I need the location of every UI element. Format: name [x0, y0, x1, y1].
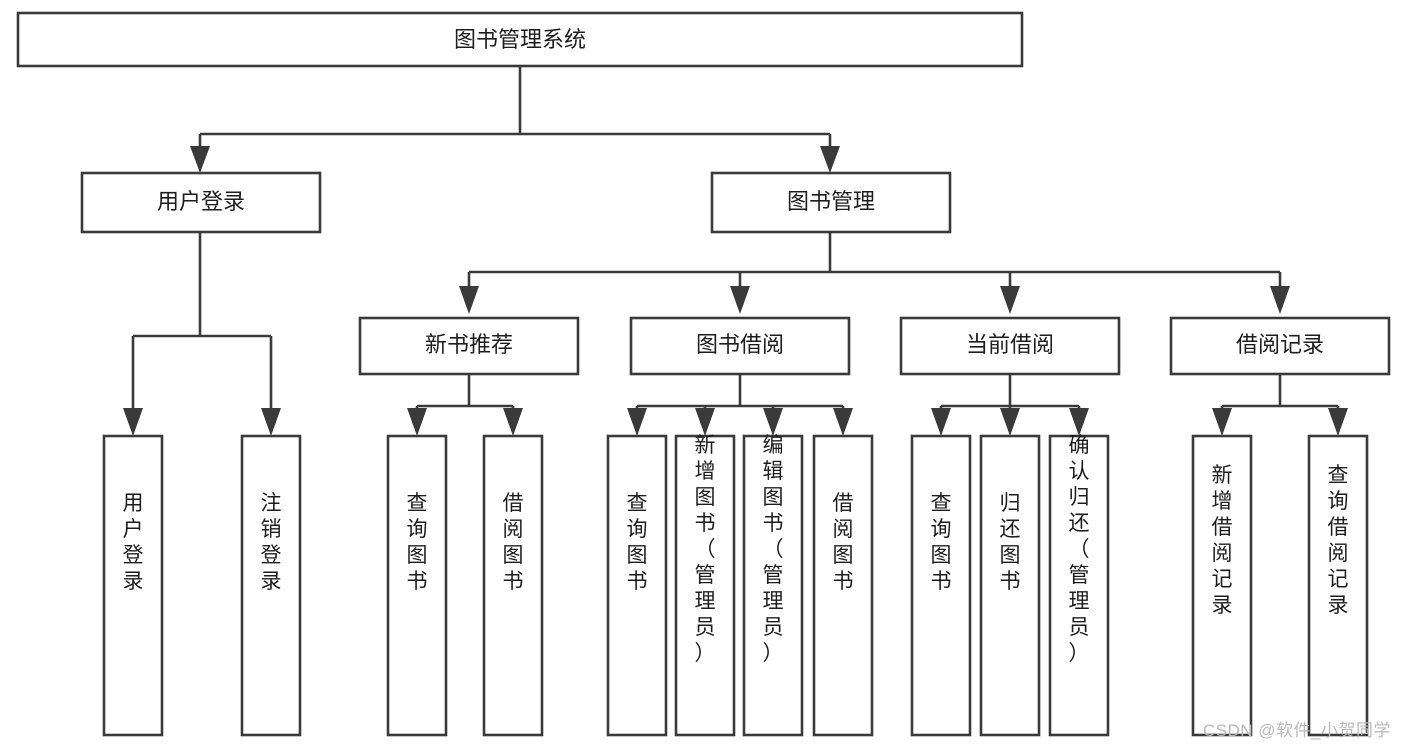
node-current-borrow[interactable]: 当前借阅: [899, 316, 1121, 376]
node-new-book-recommend[interactable]: 新书推荐: [358, 316, 580, 376]
node-book-borrow-label: 图书借阅: [696, 332, 784, 357]
node-new-book-recommend-box[interactable]: [358, 316, 580, 376]
node-book-borrow-box[interactable]: [629, 316, 851, 376]
leaf-node-cb-confirm-return[interactable]: 确认归还（管理员）: [1048, 434, 1110, 737]
arrow-head-br-leaf-2: [1328, 408, 1348, 436]
connector-group-borrow-record-leaves: [1212, 374, 1348, 436]
leaf-node-br-query-record-box[interactable]: [1307, 434, 1369, 737]
leaf-node-bb-edit-book-label: 编辑图书（管理员）: [763, 434, 784, 665]
arrow-head-book-mgmt: [820, 146, 840, 173]
leaf-node-br-query-record-label: 查询借阅记录: [1328, 464, 1349, 617]
leaf-node-br-add-record-label: 新增借阅记录: [1212, 464, 1233, 617]
node-user-login-label: 用户登录: [157, 189, 245, 214]
leaf-node-cb-return-book[interactable]: 归还图书: [979, 434, 1041, 737]
node-current-borrow-label: 当前借阅: [966, 332, 1054, 357]
arrow-head-borrow-record: [1270, 286, 1290, 314]
arrow-head-leaf-user-login: [123, 408, 143, 436]
arrow-head-bb-leaf-3: [763, 408, 783, 436]
node-new-book-recommend-label: 新书推荐: [425, 332, 513, 357]
arrow-head-user-login: [190, 146, 210, 173]
leaf-node-logout-box[interactable]: [240, 434, 302, 737]
leaf-node-cb-query-book-label: 查询图书: [931, 492, 952, 593]
leaf-node-cb-confirm-return-box[interactable]: [1048, 434, 1110, 737]
leaf-node-nbr-borrow-book[interactable]: 借阅图书: [482, 434, 544, 737]
node-root-label: 图书管理系统: [454, 27, 586, 52]
leaf-node-br-add-record[interactable]: 新增借阅记录: [1191, 434, 1253, 737]
connector-group-book-mgmt: [459, 232, 1290, 314]
leaf-node-cb-return-book-label: 归还图书: [1000, 492, 1021, 593]
node-root[interactable]: 图书管理系统: [16, 11, 1024, 68]
connector-group-user-login: [123, 232, 281, 436]
leaf-node-br-add-record-box[interactable]: [1191, 434, 1253, 737]
arrow-head-nbr-leaf-2: [503, 408, 523, 436]
leaf-node-nbr-query-book[interactable]: 查询图书: [386, 434, 448, 737]
connector-group-new-book-rec-leaves: [407, 374, 523, 436]
leaf-node-bb-query-book-label: 查询图书: [627, 492, 648, 593]
leaf-node-bb-borrow-book-label: 借阅图书: [833, 492, 854, 593]
node-borrow-record-box[interactable]: [1169, 316, 1391, 376]
arrow-head-cb-leaf-3: [1069, 408, 1089, 436]
node-book-management-label: 图书管理: [787, 189, 875, 214]
leaf-node-user-login-label: 用户登录: [123, 492, 144, 593]
node-current-borrow-box[interactable]: [899, 316, 1121, 376]
arrow-head-bb-leaf-1: [627, 408, 647, 436]
leaf-node-cb-query-book[interactable]: 查询图书: [910, 434, 972, 737]
leaf-node-user-login-box[interactable]: [102, 434, 164, 737]
leaf-node-user-login[interactable]: 用户登录: [102, 434, 164, 737]
leaf-node-logout-label: 注销登录: [261, 492, 282, 593]
leaf-node-nbr-query-book-label: 查询图书: [407, 492, 428, 593]
arrow-head-new-book-rec: [459, 286, 479, 314]
leaf-node-cb-return-book-box[interactable]: [979, 434, 1041, 737]
leaf-node-bb-add-book-label: 新增图书（管理员）: [695, 434, 716, 665]
connector-group-current-borrow-leaves: [931, 374, 1089, 436]
leaf-node-bb-add-book-box[interactable]: [674, 434, 736, 737]
watermark: CSDN @软件_小贺同学: [1202, 721, 1391, 740]
leaf-node-nbr-borrow-book-label: 借阅图书: [503, 492, 524, 593]
leaf-node-bb-edit-book[interactable]: 编辑图书（管理员）: [742, 434, 804, 737]
arrow-head-bb-leaf-2: [695, 408, 715, 436]
arrow-head-br-leaf-1: [1212, 408, 1232, 436]
leaf-node-logout[interactable]: 注销登录: [240, 434, 302, 737]
leaf-node-nbr-query-book-box[interactable]: [386, 434, 448, 737]
leaf-node-bb-borrow-book[interactable]: 借阅图书: [812, 434, 874, 737]
node-user-login-box[interactable]: [80, 171, 322, 234]
connector-group-root: [190, 66, 840, 173]
arrow-head-leaf-logout: [261, 408, 281, 436]
node-book-management-box[interactable]: [710, 171, 952, 234]
arrow-head-cb-leaf-1: [931, 408, 951, 436]
leaf-node-bb-query-book[interactable]: 查询图书: [606, 434, 668, 737]
node-root-box[interactable]: [16, 11, 1024, 68]
node-user-login[interactable]: 用户登录: [80, 171, 322, 234]
leaf-node-cb-query-book-box[interactable]: [910, 434, 972, 737]
node-borrow-record-label: 借阅记录: [1236, 332, 1324, 357]
node-borrow-record[interactable]: 借阅记录: [1169, 316, 1391, 376]
arrow-head-nbr-leaf-1: [407, 408, 427, 436]
leaf-node-bb-add-book[interactable]: 新增图书（管理员）: [674, 434, 736, 737]
leaf-node-bb-query-book-box[interactable]: [606, 434, 668, 737]
leaf-node-br-query-record[interactable]: 查询借阅记录: [1307, 434, 1369, 737]
arrow-head-bb-leaf-4: [833, 408, 853, 436]
connector-group-book-borrow-leaves: [627, 374, 853, 436]
arrow-head-current-borrow: [1000, 286, 1020, 314]
leaf-node-cb-confirm-return-label: 确认归还（管理员）: [1069, 434, 1090, 665]
leaf-node-bb-borrow-book-box[interactable]: [812, 434, 874, 737]
leaf-node-nbr-borrow-book-box[interactable]: [482, 434, 544, 737]
node-book-borrow[interactable]: 图书借阅: [629, 316, 851, 376]
arrow-head-cb-leaf-2: [1000, 408, 1020, 436]
node-book-management[interactable]: 图书管理: [710, 171, 952, 234]
leaf-node-bb-edit-book-box[interactable]: [742, 434, 804, 737]
arrow-head-book-borrow: [730, 286, 750, 314]
